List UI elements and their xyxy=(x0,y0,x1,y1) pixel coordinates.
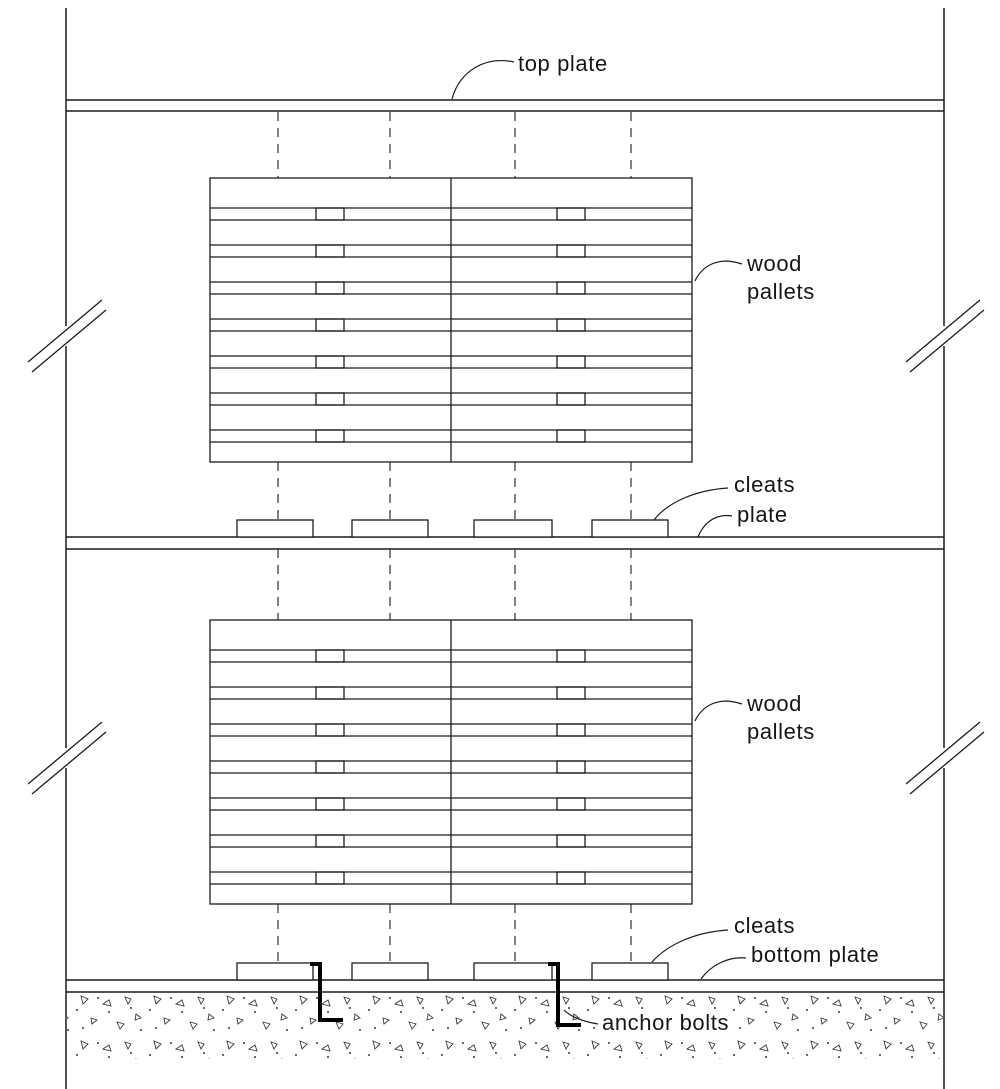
anchor-bolts-label: anchor bolts xyxy=(598,1009,734,1037)
leader-wood-pallets-upper xyxy=(694,260,743,282)
top-plate-label: top plate xyxy=(518,51,608,76)
bottom-plate-lines xyxy=(66,979,944,993)
leader-cleats-lower xyxy=(651,929,729,963)
dashed-projection-lines xyxy=(277,112,632,963)
concrete-footing xyxy=(67,993,943,1059)
wood-pallets-upper-label: wood pallets xyxy=(747,251,815,304)
wood-pallets-lower-label: wood pallets xyxy=(747,691,815,744)
bottom-plate-label: bottom plate xyxy=(751,942,880,967)
pallet-stack-lower xyxy=(210,620,692,904)
leader-bottom-plate xyxy=(700,957,747,980)
plate-label: plate xyxy=(737,502,788,527)
break-mark-left-lower xyxy=(27,721,107,795)
break-mark-right-upper xyxy=(905,299,985,373)
pallet-stack-upper xyxy=(210,178,692,462)
leader-anchor-bolts xyxy=(563,1009,599,1025)
break-mark-right-lower xyxy=(905,721,985,795)
cleats-lower-label: cleats xyxy=(734,913,796,938)
leader-cleats-upper xyxy=(653,487,729,521)
anchor-bolt-left xyxy=(310,962,343,1022)
middle-plate-lines xyxy=(66,536,944,550)
leader-wood-pallets-lower xyxy=(694,700,743,722)
cleats-upper-row xyxy=(236,519,669,538)
cleats-lower-row xyxy=(236,962,669,981)
leader-top-plate xyxy=(451,60,515,100)
cleats-upper-label: cleats xyxy=(734,472,796,497)
leader-lines xyxy=(451,60,747,1025)
top-plate-lines xyxy=(66,99,944,112)
anchor-bolt-right xyxy=(548,962,581,1027)
break-marks xyxy=(27,299,985,795)
break-mark-left-upper xyxy=(27,299,107,373)
leader-plate xyxy=(697,514,733,538)
